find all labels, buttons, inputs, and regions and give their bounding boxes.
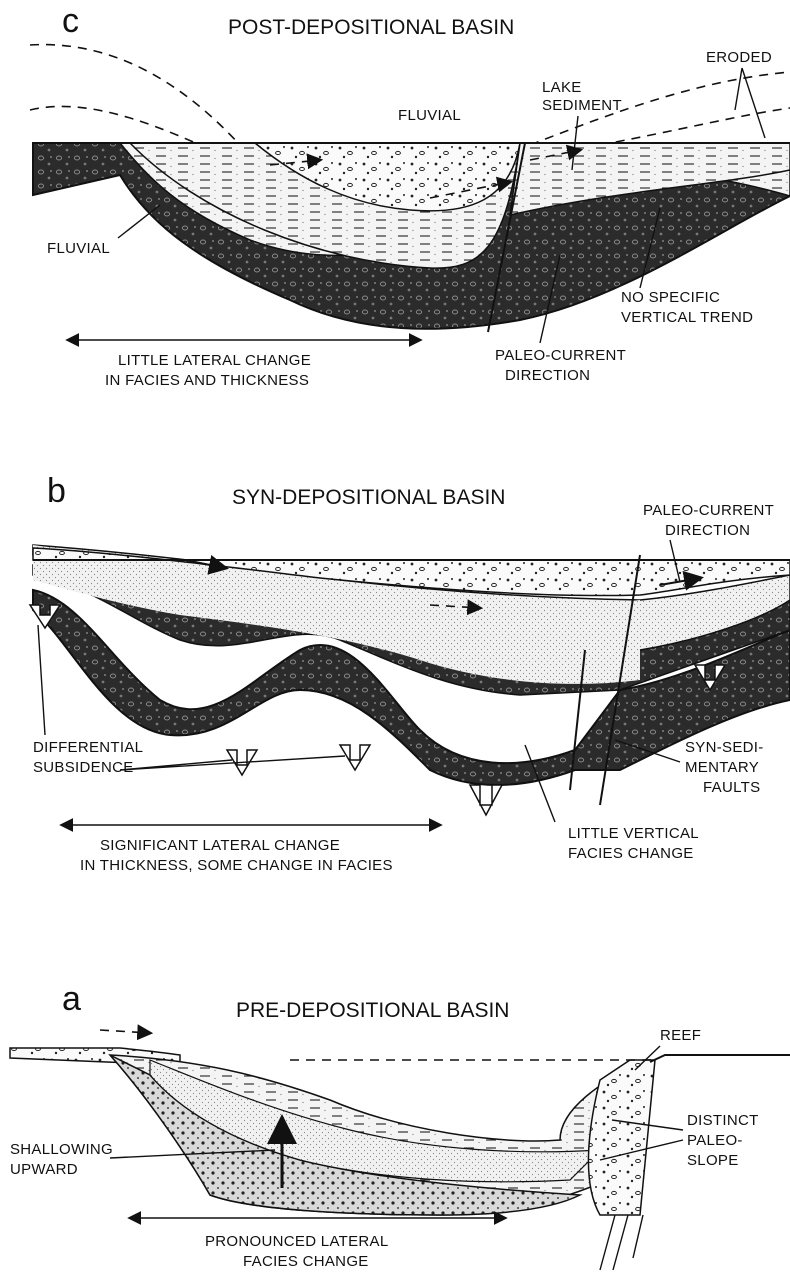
- platform-surface-right: [650, 1055, 790, 1062]
- label-paleo-b-2: DIRECTION: [665, 522, 750, 539]
- panel-c-letter: c: [62, 2, 79, 40]
- label-paleo-c-1: PALEO-CURRENT: [495, 347, 626, 364]
- label-syn-3: FAULTS: [703, 779, 760, 796]
- label-diff-1: DIFFERENTIAL: [33, 739, 143, 756]
- panel-a: a PRE-DEPOSITIONAL BASIN REEF DISTINCT P…: [10, 980, 790, 1270]
- label-lateral-a-1: PRONOUNCED LATERAL: [205, 1233, 389, 1250]
- label-distinct-2: PALEO-: [687, 1132, 743, 1149]
- label-lateral-b-1: SIGNIFICANT LATERAL CHANGE: [100, 837, 340, 854]
- panel-a-title: PRE-DEPOSITIONAL BASIN: [236, 999, 509, 1022]
- fault-a-2: [613, 1215, 628, 1270]
- label-syn-1: SYN-SEDI-: [685, 739, 764, 756]
- panel-c: c POST-DEPOSITIONAL BASIN ERODED LAKE SE…: [30, 2, 790, 389]
- panel-b-title: SYN-DEPOSITIONAL BASIN: [232, 486, 505, 509]
- label-lake-sediment-1: LAKE: [542, 79, 582, 96]
- label-diff-2: SUBSIDENCE: [33, 759, 134, 776]
- label-no-trend-1: NO SPECIFIC: [621, 289, 720, 306]
- eroded-profile-left-lower: [30, 106, 200, 145]
- panel-b: b SYN-DEPOSITIONAL BASIN PALEO-CURRENT D…: [30, 472, 790, 874]
- label-shallow-2: UPWARD: [10, 1161, 78, 1178]
- label-syn-2: MENTARY: [685, 759, 759, 776]
- label-shallow-1: SHALLOWING: [10, 1141, 113, 1158]
- label-fluvial-left: FLUVIAL: [47, 240, 110, 257]
- label-lateral-c-2: IN FACIES AND THICKNESS: [105, 372, 309, 389]
- paleocurrent-a: [100, 1030, 150, 1033]
- label-lateral-a-2: FACIES CHANGE: [243, 1253, 369, 1270]
- eroded-profile-left-upper: [30, 45, 240, 145]
- label-vertical-2: FACIES CHANGE: [568, 845, 694, 862]
- fault-a-3: [633, 1215, 643, 1258]
- label-paleo-c-2: DIRECTION: [505, 367, 590, 384]
- panel-b-letter: b: [47, 472, 66, 510]
- reef-slope: [588, 1060, 655, 1215]
- label-distinct-3: SLOPE: [687, 1152, 739, 1169]
- label-fluvial-top: FLUVIAL: [398, 107, 461, 124]
- label-paleo-b-1: PALEO-CURRENT: [643, 502, 774, 519]
- panel-c-title: POST-DEPOSITIONAL BASIN: [228, 16, 514, 39]
- label-eroded: ERODED: [706, 49, 772, 66]
- fault-a-1: [600, 1215, 615, 1270]
- label-lateral-c-1: LITTLE LATERAL CHANGE: [118, 352, 311, 369]
- subsidence-arrow-3: [470, 785, 502, 815]
- eroded-leader: [735, 68, 765, 138]
- label-lake-sediment-2: SEDIMENT: [542, 97, 622, 114]
- label-reef: REEF: [660, 1027, 701, 1044]
- label-vertical-1: LITTLE VERTICAL: [568, 825, 699, 842]
- panel-a-letter: a: [62, 980, 81, 1018]
- label-distinct-1: DISTINCT: [687, 1112, 759, 1129]
- label-no-trend-2: VERTICAL TREND: [621, 309, 753, 326]
- fluvial-left-leader: [118, 205, 160, 238]
- subsidence-arrow-2: [340, 745, 370, 770]
- label-lateral-b-2: IN THICKNESS, SOME CHANGE IN FACIES: [80, 857, 393, 874]
